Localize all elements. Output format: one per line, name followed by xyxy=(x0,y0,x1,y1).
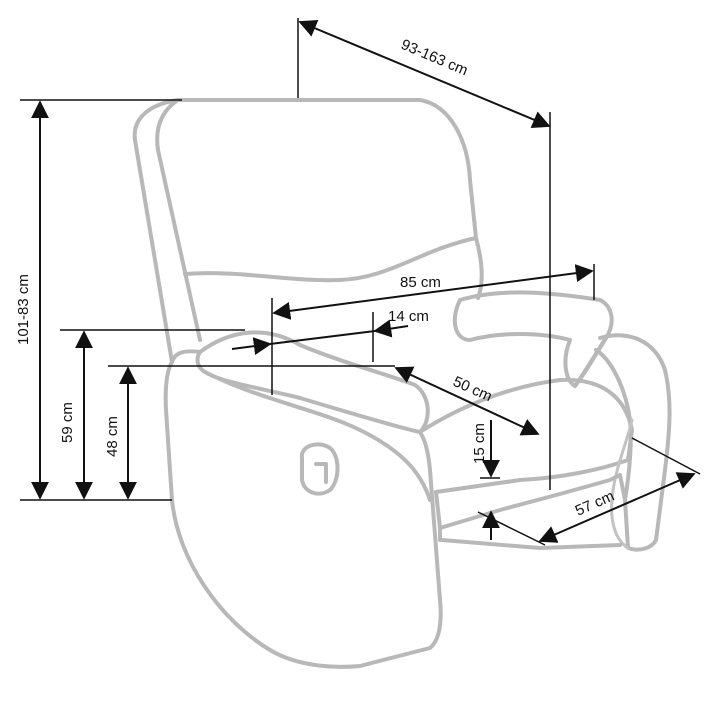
depth-label: 93-163 cm xyxy=(398,36,470,79)
height-label: 101-83 cm xyxy=(15,274,32,345)
width-dimension-line xyxy=(272,264,594,320)
armrest-height-label: 59 cm xyxy=(59,402,76,443)
seat-width-dimension-line xyxy=(538,472,696,543)
seat-height-label: 48 cm xyxy=(104,416,121,457)
clearance-label: 15 cm xyxy=(471,423,488,464)
left-armrest-front-curve xyxy=(203,370,432,502)
dimension-labels: 93-163 cm 101-83 cm 85 cm 14 cm 50 cm 59… xyxy=(15,36,617,520)
seat-depth-dimension-line xyxy=(394,366,540,436)
depth-dimension-line xyxy=(298,19,551,129)
right-armrest-pillow-outline xyxy=(452,290,614,388)
right-arm-outline xyxy=(594,333,672,552)
backrest-inner-outline xyxy=(155,98,202,342)
recliner-lever-icon xyxy=(299,442,340,496)
right-armrest-pillow-shade xyxy=(573,336,608,388)
base-bottom-line xyxy=(440,538,622,550)
seat-width-extension-right xyxy=(631,437,701,475)
armchair-drawing xyxy=(132,98,672,669)
seat-width-extension-left xyxy=(477,511,546,546)
armrest-width-arrow-left xyxy=(231,337,272,356)
width-label: 85 cm xyxy=(400,274,441,291)
seat-cushion-outline xyxy=(418,377,634,494)
left-armrest-outline xyxy=(170,330,430,434)
armrest-width-label: 14 cm xyxy=(388,308,429,325)
dimension-annotations xyxy=(20,18,701,546)
left-front-panel-outline xyxy=(163,360,443,669)
armrest-width-span xyxy=(269,330,376,345)
armrest-width-arrow-right xyxy=(373,319,409,338)
seat-depth-label: 50 cm xyxy=(450,373,494,405)
